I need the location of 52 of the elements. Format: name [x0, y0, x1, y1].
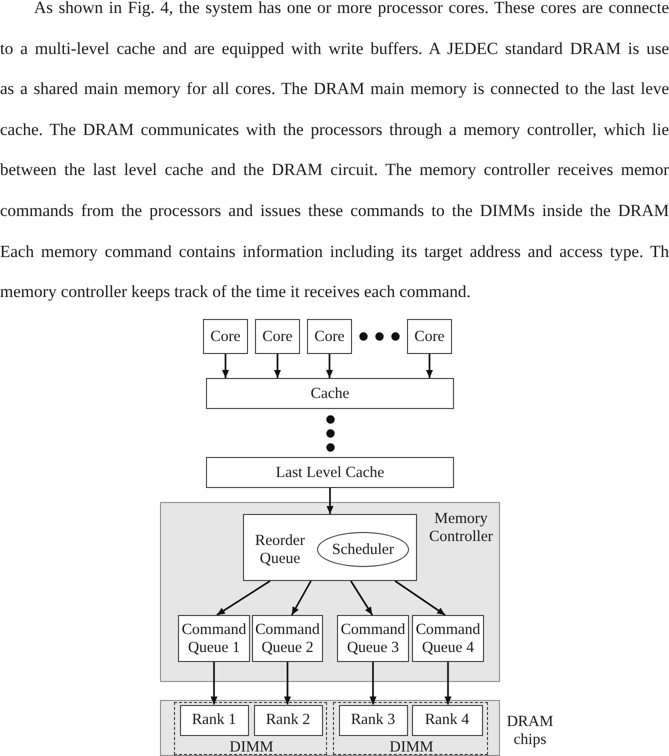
- dimm-dashed-outline: [174, 702, 327, 755]
- arrow: [394, 580, 446, 616]
- cache-box: [206, 378, 454, 409]
- dimm-label: DIMM: [230, 740, 274, 754]
- queue-label: Reorder Queue: [255, 532, 305, 568]
- queue-label: Command Queue 1: [180, 620, 248, 656]
- command-queue-box: [412, 615, 484, 662]
- core-box: [407, 319, 452, 354]
- arrow: [216, 580, 270, 616]
- panel-heading: DRAM chips: [506, 713, 554, 749]
- reorder-queue-box: [243, 514, 417, 581]
- core-box: [203, 319, 248, 354]
- cache-label: Last Level Cache: [276, 464, 384, 482]
- rank-box: [180, 704, 248, 736]
- arrow: [210, 662, 218, 704]
- queue-label: Command Queue 2: [254, 620, 321, 656]
- arrow: [444, 662, 452, 704]
- dimm-label: DIMM: [390, 740, 434, 754]
- arrow: [291, 580, 312, 616]
- core-label: Core: [414, 328, 445, 346]
- queue-label: Command Queue 4: [414, 620, 482, 656]
- command-queue-box: [178, 615, 250, 662]
- arrow: [350, 580, 374, 616]
- body-paragraph: As shown in Fig. 4, the system has one or more processor cores. These cores are connecte to a multi-level cache and are equipped with write buffers. A JEDEC standard DRAM is use as a shared main memory for all cores. The DRAM main memory is connected to the last leve cache. The DRAM communicates with the processors through a memory controller, which lie between the last level cache and the DRAM circuit. The memory controller receives memor commands from the processors and issues these commands to the DIMMs inside the DRAM Each memory command contains information including its target address and access type. Th memory controller keeps track of the time it receives each command.: [0, 0, 669, 304]
- memory-controller-panel: [160, 502, 500, 682]
- arrow: [274, 354, 281, 378]
- command-queue-box: [252, 615, 323, 662]
- rank-box: [338, 704, 408, 736]
- queue-label: Command Queue 3: [340, 620, 406, 656]
- rank-label: Rank 3: [350, 711, 396, 729]
- rank-box: [412, 704, 482, 736]
- arrow: [370, 662, 376, 704]
- arrow: [326, 488, 334, 514]
- core-label: Core: [262, 328, 293, 346]
- arrow: [284, 662, 291, 704]
- dimm-dashed-outline: [333, 702, 488, 755]
- last-level-cache-box: [206, 457, 454, 488]
- rank-label: Rank 2: [266, 711, 310, 729]
- cache-label: Cache: [310, 384, 350, 402]
- core-label: Core: [210, 328, 241, 346]
- rank-box: [254, 704, 322, 736]
- core-label: Core: [314, 328, 345, 346]
- rank-label: Rank 1: [192, 711, 236, 729]
- command-queue-box: [337, 615, 409, 662]
- panel-heading: Memory Controller: [429, 510, 493, 546]
- scheduler-label: Scheduler: [332, 540, 394, 558]
- rank-label: Rank 4: [424, 711, 470, 729]
- core-box: [307, 319, 352, 354]
- arrow: [326, 354, 333, 378]
- arrow: [222, 354, 229, 378]
- core-box: [255, 319, 300, 354]
- arrow: [426, 354, 433, 378]
